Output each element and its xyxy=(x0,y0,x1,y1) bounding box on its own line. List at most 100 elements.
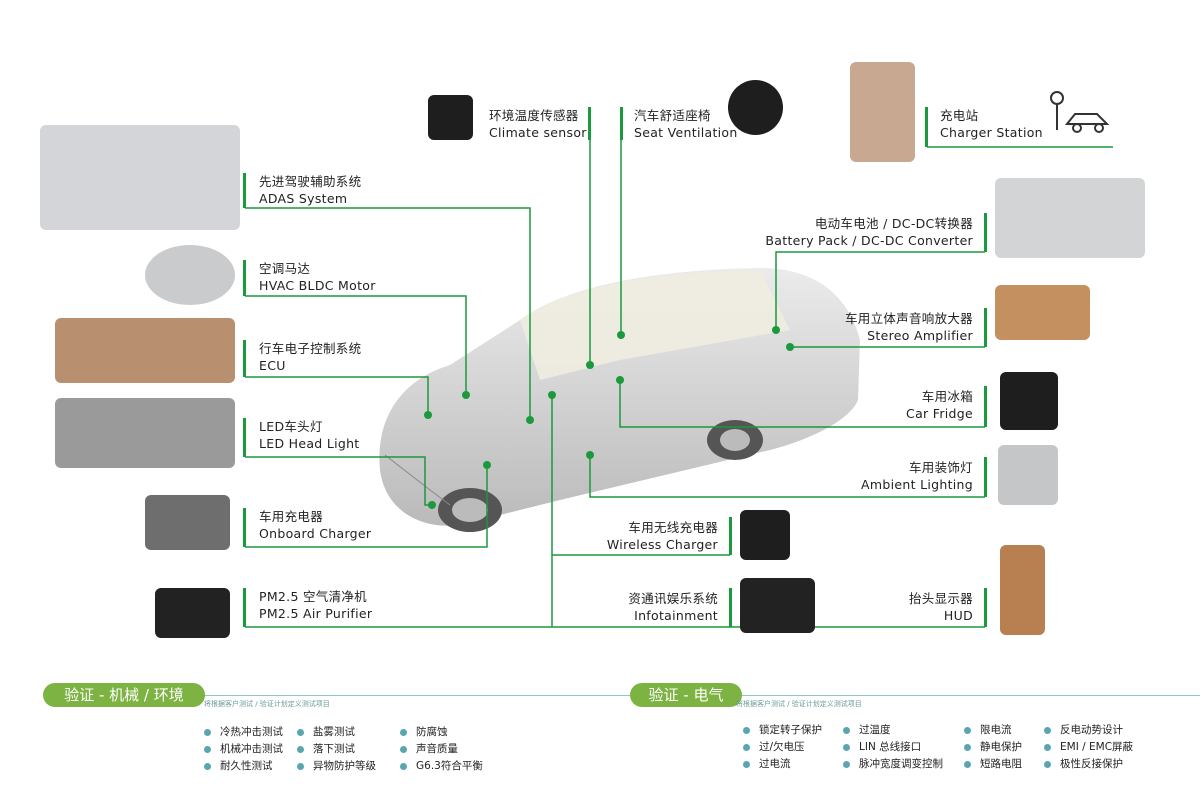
test-item: 静电保护 xyxy=(964,739,1022,756)
label-zh: 车用充电器 xyxy=(259,509,324,524)
label-seat: 汽车舒适座椅 Seat Ventilation xyxy=(634,107,738,141)
leader-lines xyxy=(245,107,1113,628)
test-item: 脉冲宽度调变控制 xyxy=(843,756,943,773)
test-item: 过电流 xyxy=(743,756,822,773)
mechanical-note: 将根据客户测试 / 验证计划定义测试项目 xyxy=(204,700,330,708)
test-item: 冷热冲击测试 xyxy=(204,724,283,741)
test-item: LIN 总线接口 xyxy=(843,739,943,756)
battery-coldplate-image xyxy=(995,178,1145,258)
pm25-fan-image xyxy=(155,588,230,638)
label-charger-station: 充电站 Charger Station xyxy=(940,107,1043,141)
onboard-charger-image xyxy=(145,495,230,550)
infotainment-fan-image xyxy=(740,578,815,633)
test-item: 耐久性测试 xyxy=(204,758,283,775)
label-zh: 车用装饰灯 xyxy=(908,460,973,475)
label-bar xyxy=(243,173,246,208)
label-en: PM2.5 Air Purifier xyxy=(259,606,373,621)
label-en: Wireless Charger xyxy=(606,537,718,552)
label-zh: LED车头灯 xyxy=(259,419,323,434)
test-item: EMI / EMC屏蔽 xyxy=(1044,739,1133,756)
label-bar xyxy=(620,107,623,140)
label-en: Car Fridge xyxy=(906,406,973,421)
label-onboard: 车用充电器 Onboard Charger xyxy=(259,508,371,542)
test-item: 异物防护等级 xyxy=(297,758,376,775)
label-fridge: 车用冰箱 Car Fridge xyxy=(906,388,973,422)
label-bar xyxy=(925,107,928,147)
electrical-col-1: 锁定转子保护过/欠电压过电流 xyxy=(743,722,822,773)
test-item: G6.3符合平衡 xyxy=(400,758,483,775)
amplifier-heatsink-image xyxy=(995,285,1090,340)
label-en: ADAS System xyxy=(259,191,348,206)
adas-product-image xyxy=(40,125,240,230)
label-ambient: 车用装饰灯 Ambient Lighting xyxy=(861,459,973,493)
label-led: LED车头灯 LED Head Light xyxy=(259,418,360,452)
label-zh: 环境温度传感器 xyxy=(489,108,579,123)
label-bar xyxy=(243,588,246,627)
label-zh: 车用无线充电器 xyxy=(628,520,718,535)
fridge-fan-image xyxy=(1000,372,1058,430)
label-bar xyxy=(243,418,246,457)
electrical-col-3: 限电流静电保护短路电阻 xyxy=(964,722,1022,773)
label-bar xyxy=(984,308,987,347)
electrical-title: 验证 - 电气 xyxy=(630,683,742,707)
label-zh: 先进驾驶辅助系统 xyxy=(259,174,362,189)
label-bar xyxy=(984,213,987,252)
electrical-note: 将根据客户测试 / 验证计划定义测试项目 xyxy=(736,700,862,708)
label-bar xyxy=(984,386,987,427)
label-adas: 先进驾驶辅助系统 ADAS System xyxy=(259,173,361,207)
label-bar xyxy=(984,588,987,627)
mechanical-col-2: 盐雾测试落下测试异物防护等级 xyxy=(297,724,376,775)
label-en: Climate sensor xyxy=(489,125,587,140)
label-bar xyxy=(243,508,246,547)
label-zh: 行车电子控制系统 xyxy=(259,341,362,356)
ev-charging-icon xyxy=(1050,91,1110,133)
test-item: 短路电阻 xyxy=(964,756,1022,773)
wireless-blower-image xyxy=(740,510,790,560)
label-zh: 充电站 xyxy=(940,108,979,123)
test-item: 防腐蚀 xyxy=(400,724,483,741)
label-en: Ambient Lighting xyxy=(861,477,973,492)
label-en: HUD xyxy=(943,608,973,623)
label-zh: 车用冰箱 xyxy=(921,389,973,404)
label-bar xyxy=(729,517,732,555)
climate-fan-image xyxy=(428,95,473,140)
label-zh: 汽车舒适座椅 xyxy=(634,108,711,123)
led-product-image xyxy=(55,398,235,468)
test-item: 声音质量 xyxy=(400,741,483,758)
test-item: 机械冲击测试 xyxy=(204,741,283,758)
label-bar xyxy=(984,457,987,497)
label-climate: 环境温度传感器 Climate sensor xyxy=(489,107,587,141)
label-zh: PM2.5 空气清净机 xyxy=(259,589,367,604)
label-en: Onboard Charger xyxy=(259,526,372,541)
label-en: LED Head Light xyxy=(259,436,360,451)
label-en: Seat Ventilation xyxy=(634,125,738,140)
seat-blower-image xyxy=(728,80,783,135)
ambient-heatsink-image xyxy=(998,445,1058,505)
test-item: 盐雾测试 xyxy=(297,724,376,741)
test-item: 锁定转子保护 xyxy=(743,722,822,739)
label-ecu: 行车电子控制系统 ECU xyxy=(259,340,361,374)
test-item: 限电流 xyxy=(964,722,1022,739)
label-pm25: PM2.5 空气清净机 PM2.5 Air Purifier xyxy=(259,588,372,622)
test-item: 极性反接保护 xyxy=(1044,756,1133,773)
charger-station-panel-image xyxy=(850,62,915,162)
label-zh: 车用立体声音响放大器 xyxy=(844,311,973,326)
mechanical-title: 验证 - 机械 / 环境 xyxy=(43,683,205,707)
label-en: Infotainment xyxy=(634,608,718,623)
label-en: Battery Pack / DC-DC Converter xyxy=(765,233,973,248)
test-item: 过温度 xyxy=(843,722,943,739)
test-item: 反电动势设计 xyxy=(1044,722,1133,739)
label-zh: 抬头显示器 xyxy=(908,591,973,606)
label-bar xyxy=(588,107,591,140)
label-wireless: 车用无线充电器 Wireless Charger xyxy=(607,519,718,553)
label-bar xyxy=(729,588,732,627)
label-hud: 抬头显示器 HUD xyxy=(909,590,973,624)
label-en: Charger Station xyxy=(940,125,1043,140)
mechanical-col-1: 冷热冲击测试机械冲击测试耐久性测试 xyxy=(204,724,283,775)
hvac-motor-image xyxy=(145,245,235,305)
label-en: ECU xyxy=(259,358,286,373)
